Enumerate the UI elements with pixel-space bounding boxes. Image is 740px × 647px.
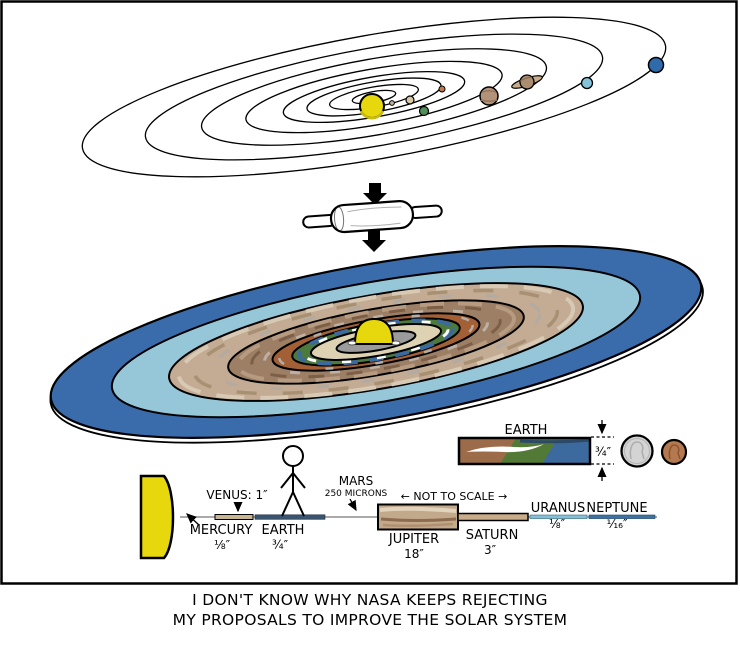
venus-slab [214, 514, 254, 520]
neptune-icon [647, 56, 665, 74]
uranus-size: ⅛″ [549, 517, 566, 531]
caption-line-2: MY PROPOSALS TO IMPROVE THE SOLAR SYSTEM [172, 611, 568, 629]
neptune-label: NEPTUNE [586, 501, 647, 516]
earth-inset-label: EARTH [505, 423, 548, 438]
sun-slab [139, 474, 175, 560]
stick-figure [280, 445, 306, 517]
down-arrow-icon [363, 183, 387, 205]
earth-thickness: ¾″ [595, 445, 612, 459]
mars-label: MARS [339, 474, 374, 488]
earth-label: EARTH [262, 523, 305, 538]
penny-coin-icon [660, 438, 688, 466]
saturn-icon [511, 74, 543, 90]
earth-inset: EARTH ¾″ [457, 420, 688, 481]
venus-icon [405, 95, 415, 105]
earth-slab-line [254, 514, 326, 520]
saturn-size: 3″ [484, 543, 497, 557]
neptune-size: ¹⁄₁₆″ [607, 517, 628, 531]
mercury-label: MERCURY [190, 523, 253, 538]
neptune-slab [588, 514, 656, 519]
saturn-slab [457, 512, 529, 522]
earth-icon [418, 105, 430, 117]
uranus-label: URANUS [531, 501, 585, 516]
caption-line-1: I DON'T KNOW WHY NASA KEEPS REJECTING [192, 591, 548, 609]
jupiter-slab [377, 503, 459, 531]
sun-icon [359, 93, 385, 120]
rolling-pin-icon [302, 200, 443, 234]
jupiter-size: 18″ [404, 547, 424, 561]
caption: I DON'T KNOW WHY NASA KEEPS REJECTING MY… [0, 590, 740, 630]
venus-label: VENUS: 1″ [206, 488, 268, 502]
uranus-icon [580, 76, 594, 90]
solar-system-orbits [81, 16, 667, 178]
mars-icon [438, 85, 446, 93]
sun-dome-icon [347, 317, 401, 346]
down-arrow-icon [362, 230, 386, 252]
mercury-icon [389, 100, 395, 106]
uranus-slab [529, 514, 588, 519]
jupiter-icon [479, 86, 499, 106]
scale-note: ← NOT TO SCALE → [401, 490, 508, 503]
earth-size: ¾″ [272, 538, 289, 552]
quarter-coin-icon [620, 434, 654, 468]
earth-slab [457, 436, 592, 466]
mercury-size: ⅛″ [214, 538, 231, 552]
flat-planets-diagram: MERCURY ⅛″ VENUS: 1″ EARTH ¾″ MARS 250 M… [139, 445, 657, 561]
mars-size: 250 MICRONS [325, 489, 388, 499]
saturn-label: SATURN [466, 528, 519, 543]
jupiter-label: JUPITER [388, 532, 439, 547]
